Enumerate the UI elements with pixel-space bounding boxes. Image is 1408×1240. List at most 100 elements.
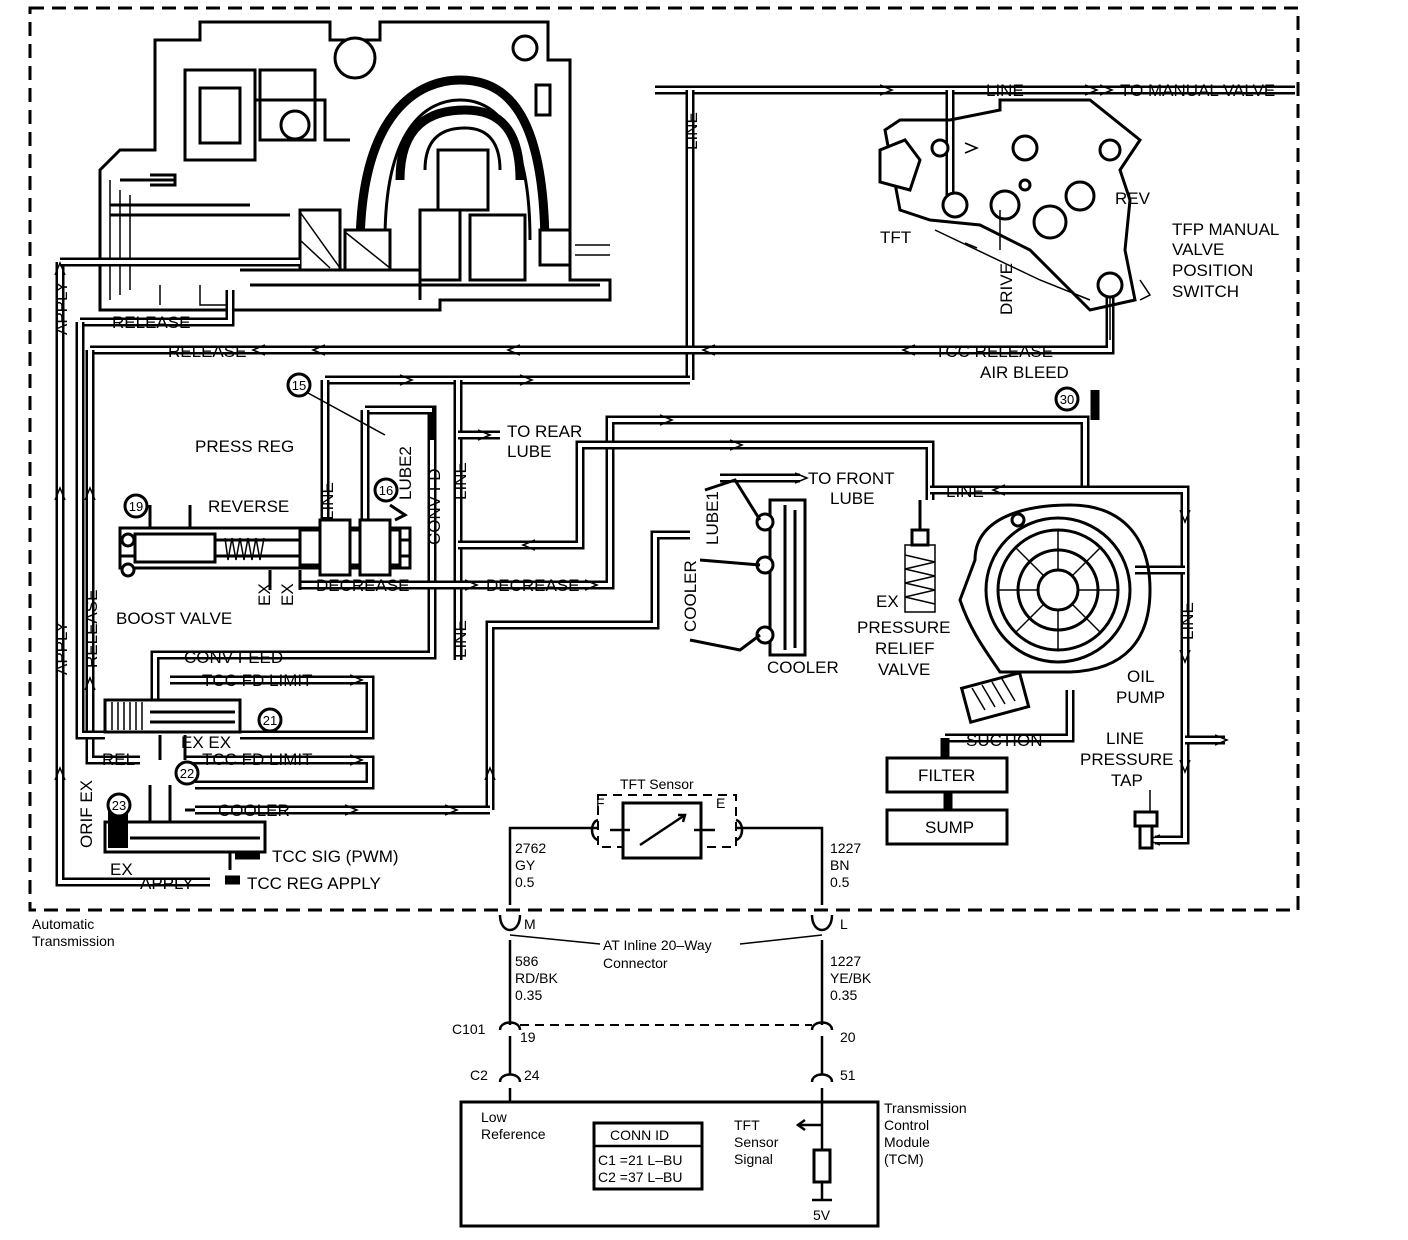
label-decrease-1: DECREASE (316, 576, 410, 595)
label-lpt-l2: PRESSURE (1080, 750, 1174, 769)
label-pin-24: 24 (524, 1067, 540, 1083)
callout-circles (106, 372, 1080, 818)
label-tft-sensor: TFT Sensor (620, 776, 694, 792)
label-rev: REV (1115, 189, 1151, 208)
case-bolt-hole (333, 36, 377, 80)
label-oil-pump-l1: OIL (1127, 667, 1154, 686)
label-pin-51: 51 (840, 1067, 856, 1083)
label-to-manual-valve: TO MANUAL VALVE (1120, 81, 1275, 100)
hydraulic-labels: LINE TO MANUAL VALVE LINE REV TFT DRIVE … (32, 81, 1279, 949)
label-low-ref-l1: Low (481, 1109, 508, 1125)
label-lube1: LUBE1 (703, 491, 722, 545)
label-orif-ex: ORIF EX (77, 780, 96, 848)
label-oil-pump-l2: PUMP (1116, 688, 1165, 707)
label-drive: DRIVE (997, 263, 1016, 315)
callout-numbers: 15 16 19 21 22 23 30 (112, 378, 1074, 813)
label-wire-right-size: 0.5 (830, 874, 850, 890)
tft-signal-arrow (795, 1102, 824, 1150)
label-ex-low: EX (110, 860, 133, 879)
label-prv-l2: RELIEF (875, 639, 935, 658)
pressure-regulator-valve (118, 503, 412, 590)
cooler (689, 478, 807, 657)
label-tfp-l1: TFP MANUAL (1172, 220, 1279, 239)
label-press-reg: PRESS REG (195, 437, 294, 456)
label-conn-id-c1: C1 =21 L–BU (598, 1152, 682, 1168)
label-line-mid: LINE (946, 482, 984, 501)
label-wire2-right-circuit: 1227 (830, 953, 861, 969)
drive-port (989, 189, 1021, 221)
label-tft-sig-l1: TFT (734, 1117, 760, 1133)
callout-15: 15 (292, 378, 306, 393)
label-ex-ex: EX EX (181, 733, 231, 752)
label-wire2-left-size: 0.35 (515, 987, 542, 1003)
label-apply-low: APPLY (140, 874, 194, 893)
transmission-boundary (28, 6, 1300, 912)
label-conn-id-title: CONN ID (610, 1127, 669, 1143)
label-tfp-l2: VALVE (1172, 240, 1224, 259)
label-wire-left-circuit: 2762 (515, 840, 546, 856)
label-conn-id-c2: C2 =37 L–BU (598, 1169, 682, 1185)
pump-slide-spring (959, 670, 1031, 724)
label-sump: SUMP (925, 818, 974, 837)
wire-2762-gy (508, 826, 598, 905)
callout-19: 19 (129, 499, 143, 514)
label-cooler-low: COOLER (218, 801, 290, 820)
label-line-right-vertical: LINE (1178, 602, 1197, 640)
label-conv-feed: CONV FEED (184, 648, 283, 667)
label-line-v3: LINE (451, 620, 470, 658)
oil-pump (958, 503, 1152, 724)
transmission-case-drawing (98, 20, 612, 312)
label-prv-l1: PRESSURE (857, 618, 951, 637)
label-decrease-2: DECREASE (486, 576, 580, 595)
label-apply-left-mid: APPLY (52, 621, 71, 675)
label-inline-l1: AT Inline 20–Way (603, 937, 712, 953)
label-line-v2: LINE (451, 462, 470, 500)
electrical-circuit (459, 794, 880, 1228)
label-tcc-sig: TCC SIG (PWM) (272, 847, 399, 866)
label-lpt-l1: LINE (1106, 729, 1144, 748)
label-line-v1: LINE (318, 482, 337, 520)
rev-port (1064, 180, 1096, 212)
boost-valve-spool (133, 532, 217, 564)
label-tft: TFT (880, 228, 911, 247)
label-line-vertical-top: LINE (682, 112, 701, 150)
label-ex-prv: EX (876, 592, 899, 611)
callout-16: 16 (379, 483, 393, 498)
flow-arrows (54, 84, 1229, 846)
label-inline-l2: Connector (603, 955, 668, 971)
label-automatic-l2: Transmission (32, 933, 115, 949)
label-wire-left-color: GY (515, 857, 536, 873)
label-boost-valve: BOOST VALVE (116, 609, 232, 628)
label-lube2: LUBE2 (396, 446, 415, 500)
label-to-rear-l2: LUBE (507, 442, 551, 461)
wire-1227-bn (736, 826, 824, 905)
sump-box (885, 808, 1009, 846)
label-wire-left-size: 0.5 (515, 874, 535, 890)
label-tcc-fd-limit-1: TCC FD LIMIT (202, 671, 313, 690)
label-cooler: COOLER (767, 658, 839, 677)
label-to-front-l1: TO FRONT (808, 469, 895, 488)
label-5v: 5V (813, 1207, 831, 1223)
label-release-mid: RELEASE (168, 342, 246, 361)
callout-23: 23 (112, 798, 126, 813)
label-lpt-l3: TAP (1111, 771, 1143, 790)
pullup-resistor (812, 1148, 832, 1184)
label-c2: C2 (470, 1067, 488, 1083)
filter-box (885, 756, 1009, 794)
callout-22: 22 (180, 766, 194, 781)
label-line-top: LINE (986, 81, 1024, 100)
label-automatic-l1: Automatic (32, 916, 94, 932)
label-air-bleed: AIR BLEED (980, 363, 1069, 382)
label-tcm-l4: (TCM) (884, 1151, 924, 1167)
label-tcc-fd-limit-2: TCC FD LIMIT (202, 750, 313, 769)
label-tcc-release: TCC RELEASE (935, 342, 1053, 361)
label-ex-2: EX (278, 583, 297, 606)
tfp-manual-valve-switch (878, 98, 1152, 340)
callout-30: 30 (1060, 392, 1074, 407)
label-wire2-left-color: RD/BK (515, 970, 558, 986)
label-to-rear-l1: TO REAR (507, 422, 582, 441)
label-pin-m: M (524, 916, 536, 932)
solenoid-block (108, 808, 128, 848)
regulator-spring (224, 537, 265, 561)
label-tcm-l1: Transmission (884, 1100, 967, 1116)
